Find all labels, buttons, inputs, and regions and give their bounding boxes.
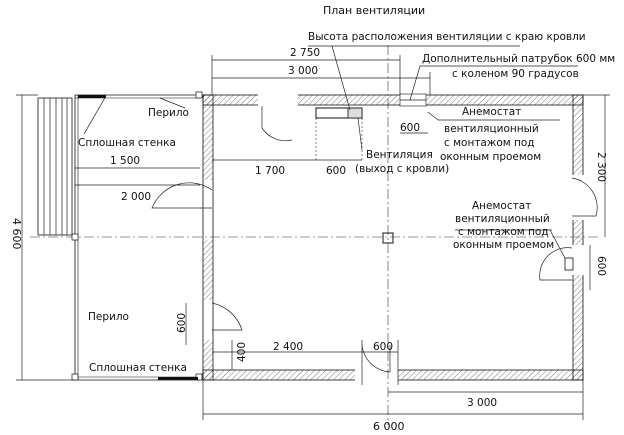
note-anemostat-right-l3: с монтажом под <box>458 226 549 238</box>
note-anemostat-top-l1: Анемостат <box>462 106 521 118</box>
note-anemostat-top-l4: оконным проемом <box>440 151 541 163</box>
main-walls <box>202 93 584 381</box>
dim-600-vent: 600 <box>326 165 346 177</box>
dim-1700: 1 700 <box>255 165 285 177</box>
dim-6000: 6 000 <box>373 420 405 433</box>
dim-1500: 1 500 <box>110 155 140 167</box>
door-swings <box>151 106 598 373</box>
dimension-lines <box>16 55 610 420</box>
dim-2400: 2 400 <box>273 341 303 353</box>
dim-4600: 4 600 <box>10 218 23 250</box>
note-anemostat-right-l4: оконным проемом <box>453 239 554 251</box>
anemostat-right <box>564 257 574 271</box>
note-anemostat-top-l3: с монтажом под <box>444 137 535 149</box>
label-solid-wall-top: Сплошная стенка <box>78 137 176 149</box>
label-railing-bottom: Перило <box>88 311 129 323</box>
label-solid-wall-bottom: Сплошная стенка <box>89 362 187 374</box>
dim-600-bottom: 600 <box>373 341 393 353</box>
note-roof-height: Высота расположения вентиляции с краю кр… <box>308 31 586 43</box>
plan-title: План вентиляции <box>323 4 425 17</box>
note-vent-l2: (выход с кровли) <box>355 163 449 175</box>
dim-2750: 2 750 <box>290 47 320 59</box>
note-vent-l1: Вентиляция <box>366 149 433 161</box>
dim-600-anemostat: 600 <box>400 122 420 134</box>
dim-2000: 2 000 <box>121 191 151 203</box>
terrace <box>71 91 203 381</box>
dim-600-right: 600 <box>595 256 607 276</box>
dim-3000-bottom: 3 000 <box>467 397 497 409</box>
vent-outlet <box>347 107 363 119</box>
note-anemostat-right-l2: вентиляционный <box>455 213 550 225</box>
leader-lines <box>83 45 578 259</box>
note-anemostat-right-l1: Анемостат <box>472 200 531 212</box>
dim-3000-top: 3 000 <box>288 65 318 77</box>
dim-2300: 2 300 <box>595 152 607 182</box>
note-anemostat-top-l2: вентиляционный <box>444 123 539 135</box>
dim-400: 400 <box>236 342 248 362</box>
label-railing-top: Перило <box>148 107 189 119</box>
dim-600-left: 600 <box>176 313 188 333</box>
stairs <box>37 97 73 236</box>
note-extra-pipe-line1: Дополнительный патрубок 600 мм <box>422 53 615 65</box>
note-extra-pipe-line2: с коленом 90 градусов <box>452 68 579 80</box>
